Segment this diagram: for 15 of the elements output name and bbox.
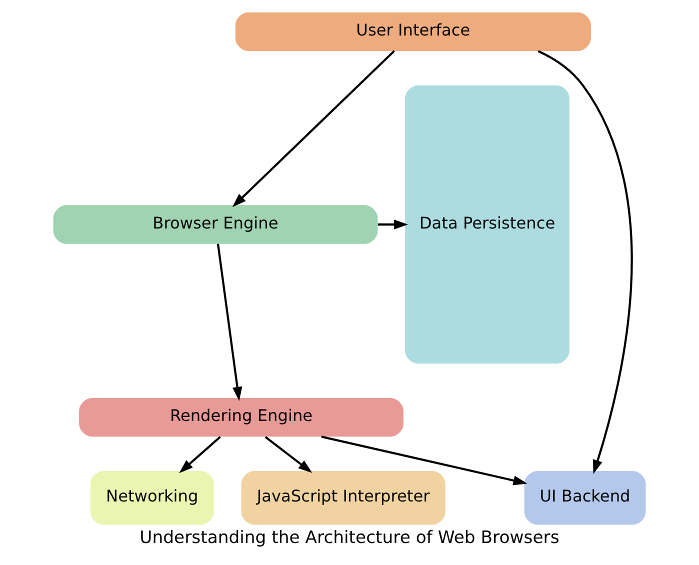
diagram-title: Understanding the Architecture of Web Browsers [140, 528, 560, 548]
arrow [538, 50, 633, 474]
node-box: Browser Engine [53, 205, 378, 244]
node-box: Networking [90, 471, 214, 525]
arrow [179, 436, 221, 474]
arrow [378, 220, 408, 230]
node-box: User Interface [235, 12, 591, 52]
node-box: UI Backend [524, 471, 646, 525]
arrow [232, 50, 395, 208]
node-box: Data Persistence [405, 85, 570, 364]
node-box: Rendering Engine [79, 398, 404, 437]
arrow [321, 436, 528, 486]
node-box: JavaScript Interpreter [241, 471, 446, 525]
arrow [216, 244, 242, 401]
arrow [264, 436, 312, 473]
